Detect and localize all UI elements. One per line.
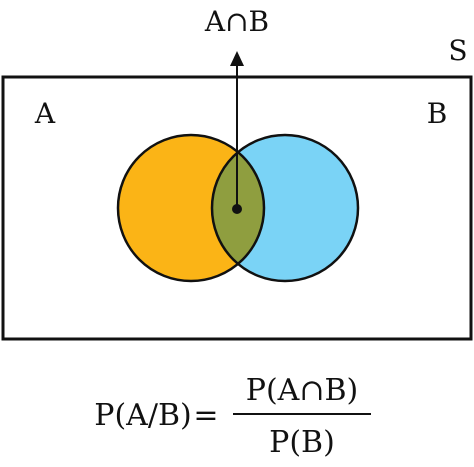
intersection-dot [232,204,242,214]
set-b-label: B [427,97,448,130]
set-b-outline [210,133,360,283]
formula-equals: = [193,398,218,433]
sample-space-label: S [448,34,467,67]
arrow-head-icon [230,51,244,66]
intersection-region [212,135,264,281]
formula-numerator: P(A∩B) [246,373,358,408]
set-a-outline [116,133,266,283]
intersection-label: A∩B [204,5,269,38]
formula-denominator: P(B) [269,425,335,460]
formula-lhs: P(A/B) [94,398,191,433]
set-a-label: A [34,97,56,130]
